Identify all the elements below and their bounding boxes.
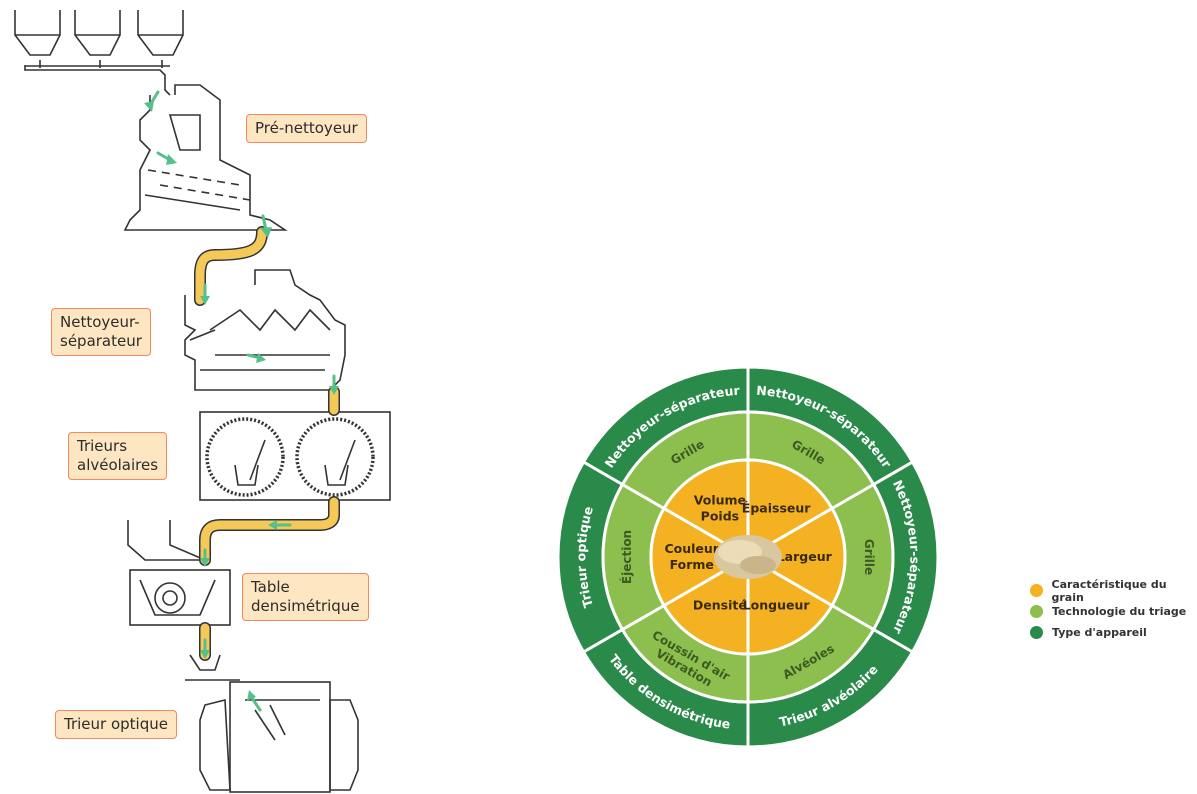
svg-text:Largeur: Largeur <box>777 549 833 564</box>
label-pre-nettoyeur: Pré-nettoyeur <box>246 114 367 143</box>
svg-text:Densité: Densité <box>693 598 747 613</box>
trieur-optique-machine <box>185 654 359 793</box>
label-nettoyeur-separateur: Nettoyeur- séparateur <box>51 308 151 356</box>
label-trieur-optique: Trieur optique <box>55 710 177 739</box>
svg-text:Épaisseur: Épaisseur <box>742 500 811 515</box>
hopper-1 <box>14 10 61 56</box>
table-densimetrique-machine <box>127 520 231 626</box>
pre-nettoyeur-machine <box>123 84 288 231</box>
legend-swatch <box>1030 605 1043 618</box>
label-table-densimetrique: Table densimétrique <box>242 573 369 621</box>
nettoyeur-separateur-machine <box>184 269 346 391</box>
legend-item-type: Type d'appareil <box>1030 622 1197 643</box>
inner-segment <box>649 506 751 608</box>
legend-swatch <box>1030 626 1043 639</box>
svg-text:Couleur: Couleur <box>664 541 719 556</box>
trieurs-alveolaires-machine <box>199 411 391 501</box>
svg-text:Volume: Volume <box>694 492 746 507</box>
svg-text:Grille: Grille <box>862 539 876 575</box>
inner-segment-label: Épaisseur <box>742 500 811 515</box>
legend-item-technologie: Technologie du triage <box>1030 601 1197 622</box>
inner-segment-label: Densité <box>693 598 747 613</box>
middle-segment-label: Éjection <box>619 530 634 584</box>
outer-segment-label: Trieur optique <box>573 505 595 610</box>
grain-image <box>714 535 782 579</box>
process-schematic <box>14 10 391 793</box>
svg-text:Forme: Forme <box>670 557 714 572</box>
hopper-2 <box>74 10 121 56</box>
inner-segment-label: Largeur <box>777 549 833 564</box>
label-trieurs-alveolaires: Trieurs alvéolaires <box>68 432 168 480</box>
legend-swatch <box>1030 584 1043 597</box>
inner-segment-label: Longueur <box>743 598 811 613</box>
legend-item-grain: Caractéristique du grain <box>1030 578 1197 604</box>
svg-text:Longueur: Longueur <box>743 598 811 613</box>
middle-segment-label: Grille <box>862 539 876 575</box>
hopper-3 <box>137 10 184 56</box>
flow-arrows <box>144 90 339 712</box>
legend: Caractéristique du grain Technologie du … <box>1030 578 1197 643</box>
svg-text:Poids: Poids <box>701 508 739 523</box>
svg-text:Éjection: Éjection <box>619 530 634 584</box>
